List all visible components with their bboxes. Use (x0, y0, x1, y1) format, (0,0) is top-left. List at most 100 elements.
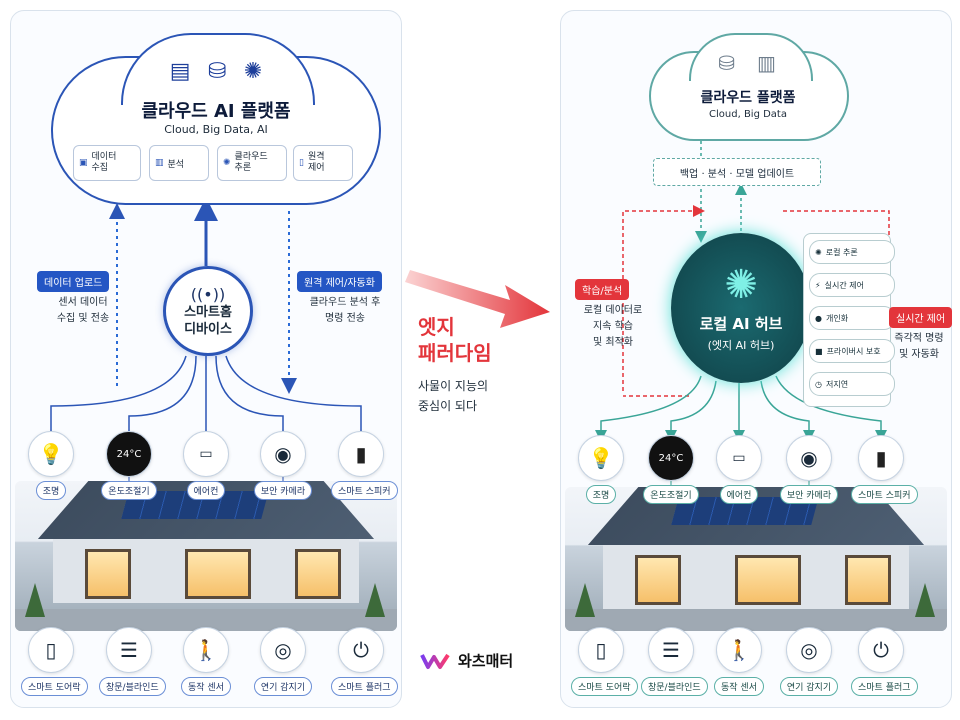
device-smoke-detector[interactable]: ◎ 연기 감지기 (253, 627, 313, 696)
brain-circuit-icon: ✺ (724, 262, 758, 308)
device-smoke-detector[interactable]: ◎ 연기 감지기 (779, 627, 839, 696)
cloud-subtitle: Cloud, Big Data (709, 109, 787, 120)
feature-label: 원격 제어 (307, 152, 325, 173)
remote-control-tag: 원격 제어/자동화 (297, 271, 382, 292)
device-label: 동작 센서 (181, 677, 231, 696)
smoke-detector-icon: ◎ (786, 627, 832, 673)
device-label: 연기 감지기 (253, 677, 313, 696)
local-ai-hub: ✺ 로컬 AI 허브 (엣지 AI 허브) (671, 233, 811, 383)
sync-label: 백업 · 분석 · 모델 업데이트 (653, 158, 821, 186)
database-icon: ⛁ (718, 51, 735, 75)
device-label: 에어컨 (186, 481, 226, 500)
device-door-lock[interactable]: ▯ 스마트 도어락 (21, 627, 88, 696)
device-window-blind[interactable]: ☰ 창문/블라인드 (641, 627, 708, 696)
blind-icon: ☰ (106, 627, 152, 673)
plug-icon: ⏻ (338, 627, 384, 673)
learning-tag: 학습/분석 (575, 279, 630, 300)
device-smart-speaker[interactable]: ▮ 스마트 스피커 (851, 435, 918, 504)
device-aircon[interactable]: ▭ 에어컨 (709, 435, 769, 504)
option-low-latency: ◷저지연 (809, 372, 895, 396)
device-label: 창문/블라인드 (99, 677, 166, 696)
clock-icon: ◷ (815, 379, 822, 389)
device-light[interactable]: 💡 조명 (21, 431, 81, 500)
data-upload-note: 센서 데이터 수집 및 전송 (56, 297, 110, 324)
bar-chart-icon: ▥ (155, 158, 164, 168)
air-conditioner-icon: ▭ (716, 435, 762, 481)
bolt-icon: ⚡ (815, 280, 821, 290)
device-window-blind[interactable]: ☰ 창문/블라인드 (99, 627, 166, 696)
realtime-control-note: 즉각적 명령 및 자동화 (894, 333, 944, 360)
device-security-camera[interactable]: ◉ 보안 카메라 (779, 435, 839, 504)
brand-logo: 와츠매터 (420, 650, 513, 671)
device-label: 연기 감지기 (779, 677, 839, 696)
feature-label: 클라우드 추론 (234, 152, 268, 173)
brain-icon: ✺ (243, 59, 263, 84)
option-label: 개인화 (825, 313, 849, 323)
document-icon: ▣ (79, 158, 88, 168)
hub-subtitle: (엣지 AI 허브) (707, 339, 775, 352)
option-personalization: ●개인화 (809, 306, 895, 330)
device-aircon[interactable]: ▭ 에어컨 (176, 431, 236, 500)
hub-title: 스마트홈 디바이스 (184, 304, 232, 337)
device-label: 온도조절기 (643, 485, 699, 504)
lock-icon: ■ (815, 346, 823, 356)
remote-control-note: 클라우드 분석 후 명령 전송 (309, 297, 381, 324)
thermostat-icon: 24°C (648, 435, 694, 481)
thermostat-icon: 24°C (106, 431, 152, 477)
door-lock-icon: ▯ (28, 627, 74, 673)
data-upload-tag: 데이터 업로드 (37, 271, 110, 292)
device-thermostat[interactable]: 24°C 온도조절기 (99, 431, 159, 500)
paradigm-arrow (405, 270, 550, 328)
device-label: 스마트 스피커 (331, 481, 398, 500)
cloud-icons: ⛁ ▥ (707, 51, 787, 75)
speaker-icon: ▮ (338, 431, 384, 477)
motion-sensor-icon: 🚶 (183, 627, 229, 673)
device-motion-sensor[interactable]: 🚶 동작 센서 (176, 627, 236, 696)
device-label: 조명 (585, 485, 617, 504)
option-privacy: ■프라이버시 보호 (809, 339, 895, 363)
device-light[interactable]: 💡 조명 (571, 435, 631, 504)
option-label: 로컬 추론 (825, 247, 858, 257)
brain-icon: ✺ (815, 247, 822, 257)
device-label: 스마트 플러그 (851, 677, 918, 696)
device-security-camera[interactable]: ◉ 보안 카메라 (253, 431, 313, 500)
user-icon: ● (815, 313, 822, 323)
server-icon: ▤ (169, 59, 191, 84)
lightbulb-icon: 💡 (28, 431, 74, 477)
option-label: 실시간 제어 (824, 280, 864, 290)
device-smart-plug[interactable]: ⏻ 스마트 플러그 (851, 627, 918, 696)
device-label: 스마트 도어락 (21, 677, 88, 696)
hub-options-panel: ✺로컬 추론 ⚡실시간 제어 ●개인화 ■프라이버시 보호 ◷저지연 (803, 233, 895, 407)
feature-cloud-inference: ✺ 클라우드 추론 (217, 145, 287, 181)
motion-sensor-icon: 🚶 (716, 627, 762, 673)
device-label: 조명 (35, 481, 67, 500)
phone-icon: ▯ (299, 158, 304, 168)
device-label: 동작 센서 (714, 677, 764, 696)
edge-architecture-panel: ⛁ ▥ 클라우드 플랫폼 Cloud, Big Data 백업 · 분석 · 모… (560, 10, 953, 708)
database-icon: ⛁ (207, 59, 227, 84)
device-label: 스마트 스피커 (851, 485, 918, 504)
brand-mark-icon (420, 653, 450, 669)
cloud-title: 클라우드 AI 플랫폼 (141, 101, 291, 122)
house-illustration (15, 481, 397, 631)
device-label: 보안 카메라 (779, 485, 839, 504)
left-connection-lines (50, 197, 362, 626)
feature-data-collection: ▣ 데이터 수집 (73, 145, 141, 181)
device-label: 에어컨 (719, 485, 759, 504)
device-motion-sensor[interactable]: 🚶 동작 센서 (709, 627, 769, 696)
device-smart-speaker[interactable]: ▮ 스마트 스피커 (331, 431, 398, 500)
device-thermostat[interactable]: 24°C 온도조절기 (641, 435, 701, 504)
speaker-icon: ▮ (858, 435, 904, 481)
device-door-lock[interactable]: ▯ 스마트 도어락 (571, 627, 638, 696)
paradigm-title: 엣지 패러다임 (418, 315, 492, 365)
device-smart-plug[interactable]: ⏻ 스마트 플러그 (331, 627, 398, 696)
lightbulb-icon: 💡 (578, 435, 624, 481)
realtime-control-tag: 실시간 제어 (889, 307, 953, 328)
house-illustration (565, 487, 947, 631)
device-label: 스마트 플러그 (331, 677, 398, 696)
smart-home-hub: ((•)) 스마트홈 디바이스 (163, 266, 253, 356)
cloud-title: 클라우드 플랫폼 (700, 90, 796, 106)
cloud-top-bump (689, 33, 813, 81)
cloud-subtitle: Cloud, Big Data, AI (164, 123, 268, 136)
feature-analysis: ▥ 분석 (149, 145, 209, 181)
